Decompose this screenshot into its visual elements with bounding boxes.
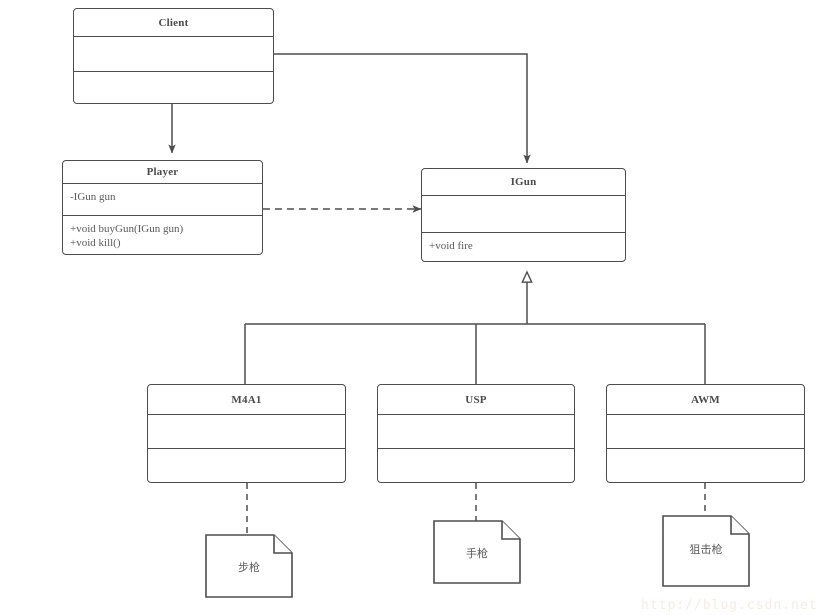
note-label-awm: 狙击枪: [689, 543, 723, 556]
note-label-usp: 手枪: [466, 547, 488, 560]
class-attributes-igun: [422, 196, 625, 233]
note-label-m4a1: 步枪: [238, 561, 260, 574]
note-shape-awm: [662, 515, 750, 587]
class-methods-usp: [378, 449, 574, 459]
class-methods-m4a1: [148, 449, 345, 459]
class-attributes-m4a1: [148, 415, 345, 449]
note-shape-usp: [433, 520, 521, 584]
class-box-player[interactable]: Player -IGun gun +void buyGun(IGun gun) …: [62, 160, 263, 255]
note-fold-usp: [501, 521, 520, 540]
class-title-m4a1: M4A1: [148, 385, 345, 415]
method-buygun: +void buyGun(IGun gun): [70, 223, 184, 235]
class-attributes-client: [74, 37, 273, 72]
class-attributes-usp: [378, 415, 574, 449]
connector-client-igun: [274, 53, 531, 164]
method-fire: +void fire: [429, 240, 473, 252]
class-attributes-awm: [607, 415, 804, 449]
note-fold-awm: [730, 516, 749, 535]
watermark-text: http://blog.csdn.net: [641, 598, 818, 613]
class-title-usp: USP: [378, 385, 574, 415]
class-box-awm[interactable]: AWM: [606, 384, 805, 483]
note-fold-m4a1: [273, 535, 292, 554]
class-box-client[interactable]: Client: [73, 8, 274, 104]
class-attributes-player: -IGun gun: [63, 184, 262, 216]
note-shape-m4a1: [205, 534, 293, 598]
class-title-player: Player: [63, 161, 262, 185]
attribute-igun-gun: -IGun gun: [70, 191, 116, 204]
class-title-client: Client: [74, 9, 273, 37]
class-box-m4a1[interactable]: M4A1: [147, 384, 346, 483]
class-box-usp[interactable]: USP: [377, 384, 575, 483]
class-methods-awm: [607, 449, 804, 459]
class-title-igun: IGun: [422, 169, 625, 196]
class-title-awm: AWM: [607, 385, 804, 415]
class-methods-igun: +void fire: [422, 233, 625, 257]
class-box-igun[interactable]: IGun +void fire: [421, 168, 626, 262]
class-methods-player: +void buyGun(IGun gun) +void kill(): [63, 216, 262, 254]
method-kill: +void kill(): [70, 237, 121, 249]
class-methods-client: [74, 72, 273, 82]
